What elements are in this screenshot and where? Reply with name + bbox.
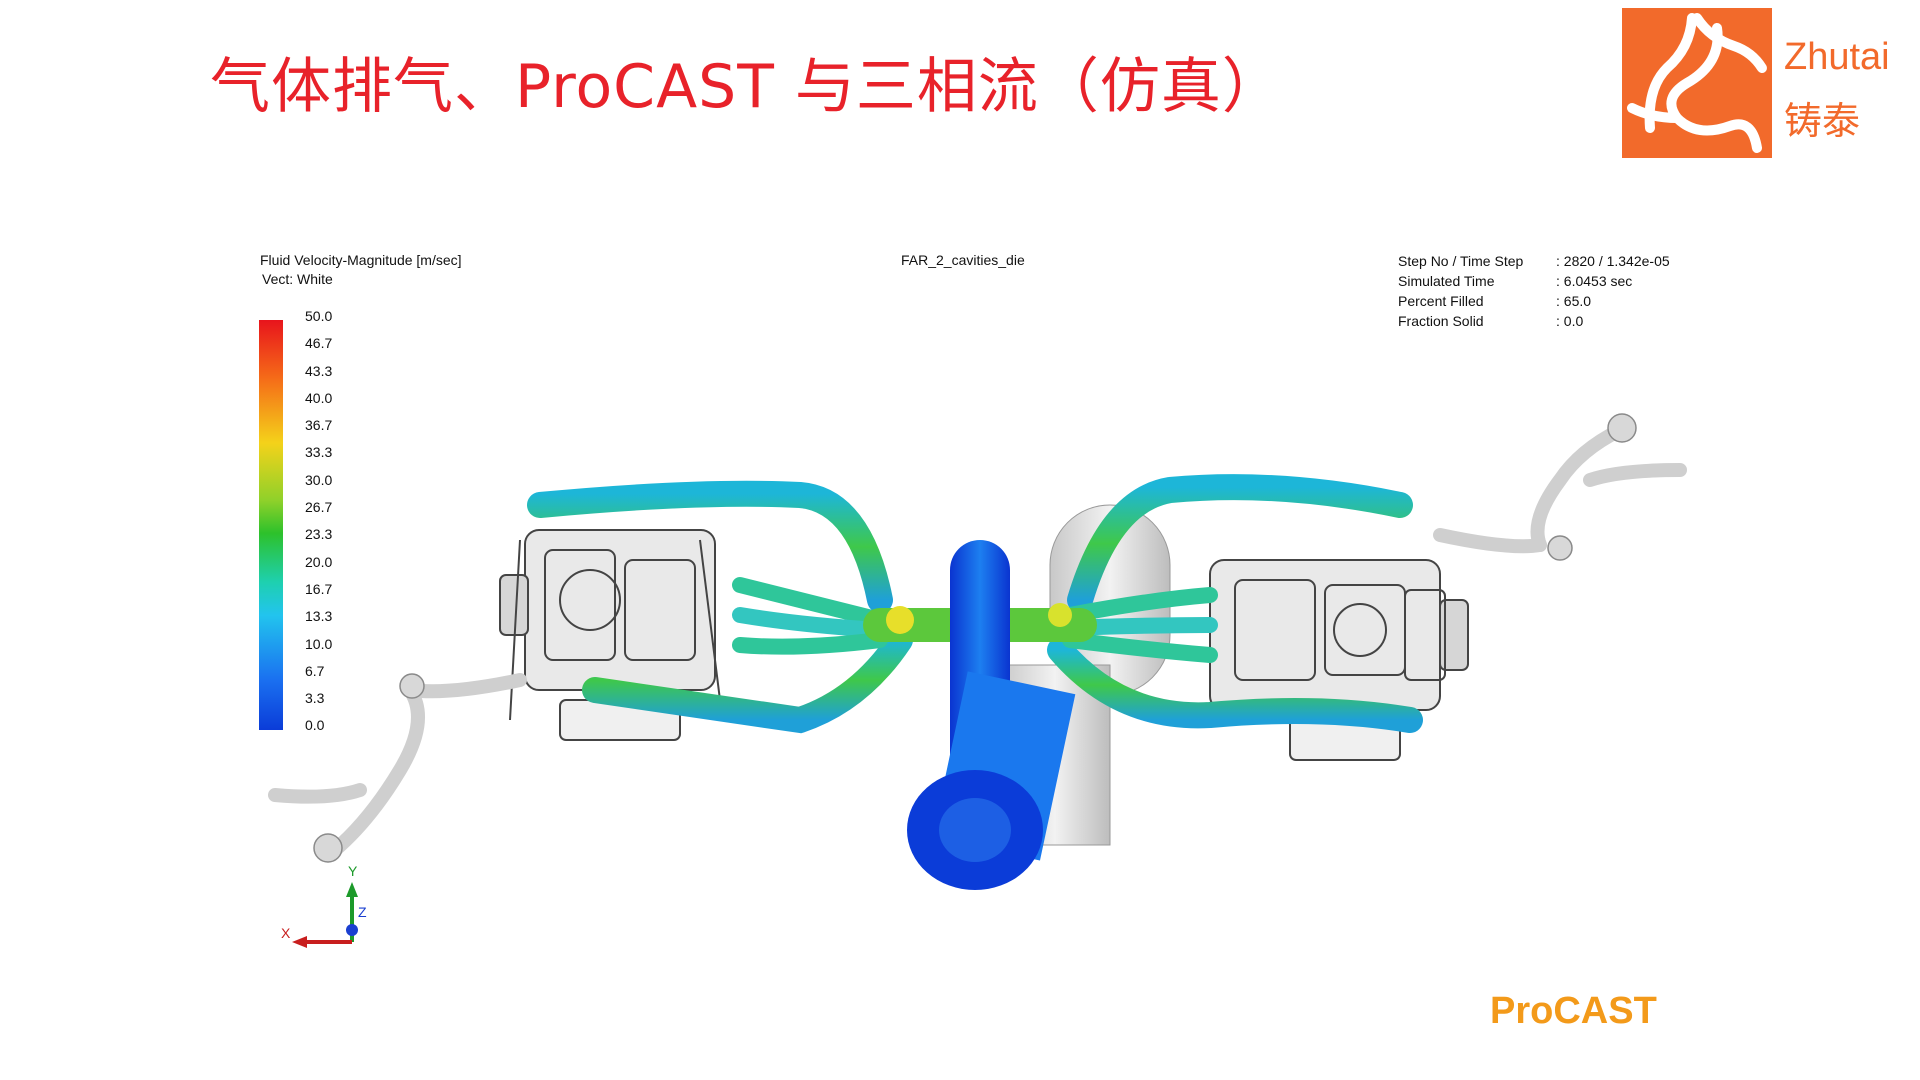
logo-text-en: Zhutai [1784,36,1890,78]
status-row: Fraction Solid : 0.0 [1398,311,1670,331]
colorbar-tick: 40.0 [305,389,333,406]
colorbar-tick: 6.7 [305,662,325,679]
colorbar-tick: 16.7 [305,580,333,597]
status-label: Fraction Solid [1398,313,1484,329]
status-value: : 2820 / 1.342e-05 [1556,253,1670,269]
slide-title: 气体排气、ProCAST 与三相流（仿真） [210,52,1283,122]
legend-title: Fluid Velocity-Magnitude [m/sec] [260,252,462,268]
zhutai-logo-icon [1622,8,1772,158]
axis-label-x: X [281,925,291,941]
colorbar-tick: 30.0 [305,471,333,488]
runner-system [527,474,1423,734]
status-label: Percent Filled [1398,293,1484,309]
vent-balls [313,413,1637,863]
colorbar-tick: 36.7 [305,417,333,434]
colorbar-tick: 43.3 [305,362,333,379]
velocity-colorbar [259,320,283,730]
colorbar-tick: 50.0 [305,308,333,324]
simulation-name: FAR_2_cavities_die [901,252,1025,268]
colorbar-tick: 26.7 [305,499,333,516]
legend-vector-label: Vect: White [262,271,333,287]
colorbar-tick: 46.7 [305,335,333,352]
colorbar-tick: 23.3 [305,526,333,543]
axis-label-y: Y [348,863,358,879]
zhutai-logo: Zhutai 铸泰 [1622,8,1904,158]
colorbar-tick: 3.3 [305,690,325,707]
status-row: Step No / Time Step : 2820 / 1.342e-05 [1398,251,1670,271]
status-label: Step No / Time Step [1398,253,1524,269]
logo-text-cn: 铸泰 [1784,99,1861,143]
status-value: : 6.0453 sec [1556,273,1633,289]
colorbar-tick: 20.0 [305,553,333,570]
colorbar-tick: 13.3 [305,608,333,625]
sprue-biscuit [907,540,1076,890]
procast-brand: ProCAST [1490,990,1657,1032]
simulation-status-panel: Step No / Time Step : 2820 / 1.342e-05 S… [1398,251,1670,331]
status-value: : 0.0 [1556,313,1584,329]
status-value: : 65.0 [1556,293,1592,309]
axis-triad: Y X Z [281,863,367,948]
status-label: Simulated Time [1398,273,1495,289]
vent-channels [268,423,1687,857]
colorbar-tick: 10.0 [305,635,333,652]
status-row: Percent Filled : 65.0 [1398,291,1670,311]
colorbar-tick-labels: 50.0 46.7 43.3 40.0 36.7 33.3 30.0 26.7 … [305,303,332,740]
status-row: Simulated Time : 6.0453 sec [1398,271,1670,291]
right-casting-part [1209,559,1469,761]
left-casting-part [499,529,721,741]
colorbar-tick: 0.0 [305,717,325,734]
colorbar-tick: 33.3 [305,444,333,461]
axis-label-z: Z [358,904,367,920]
